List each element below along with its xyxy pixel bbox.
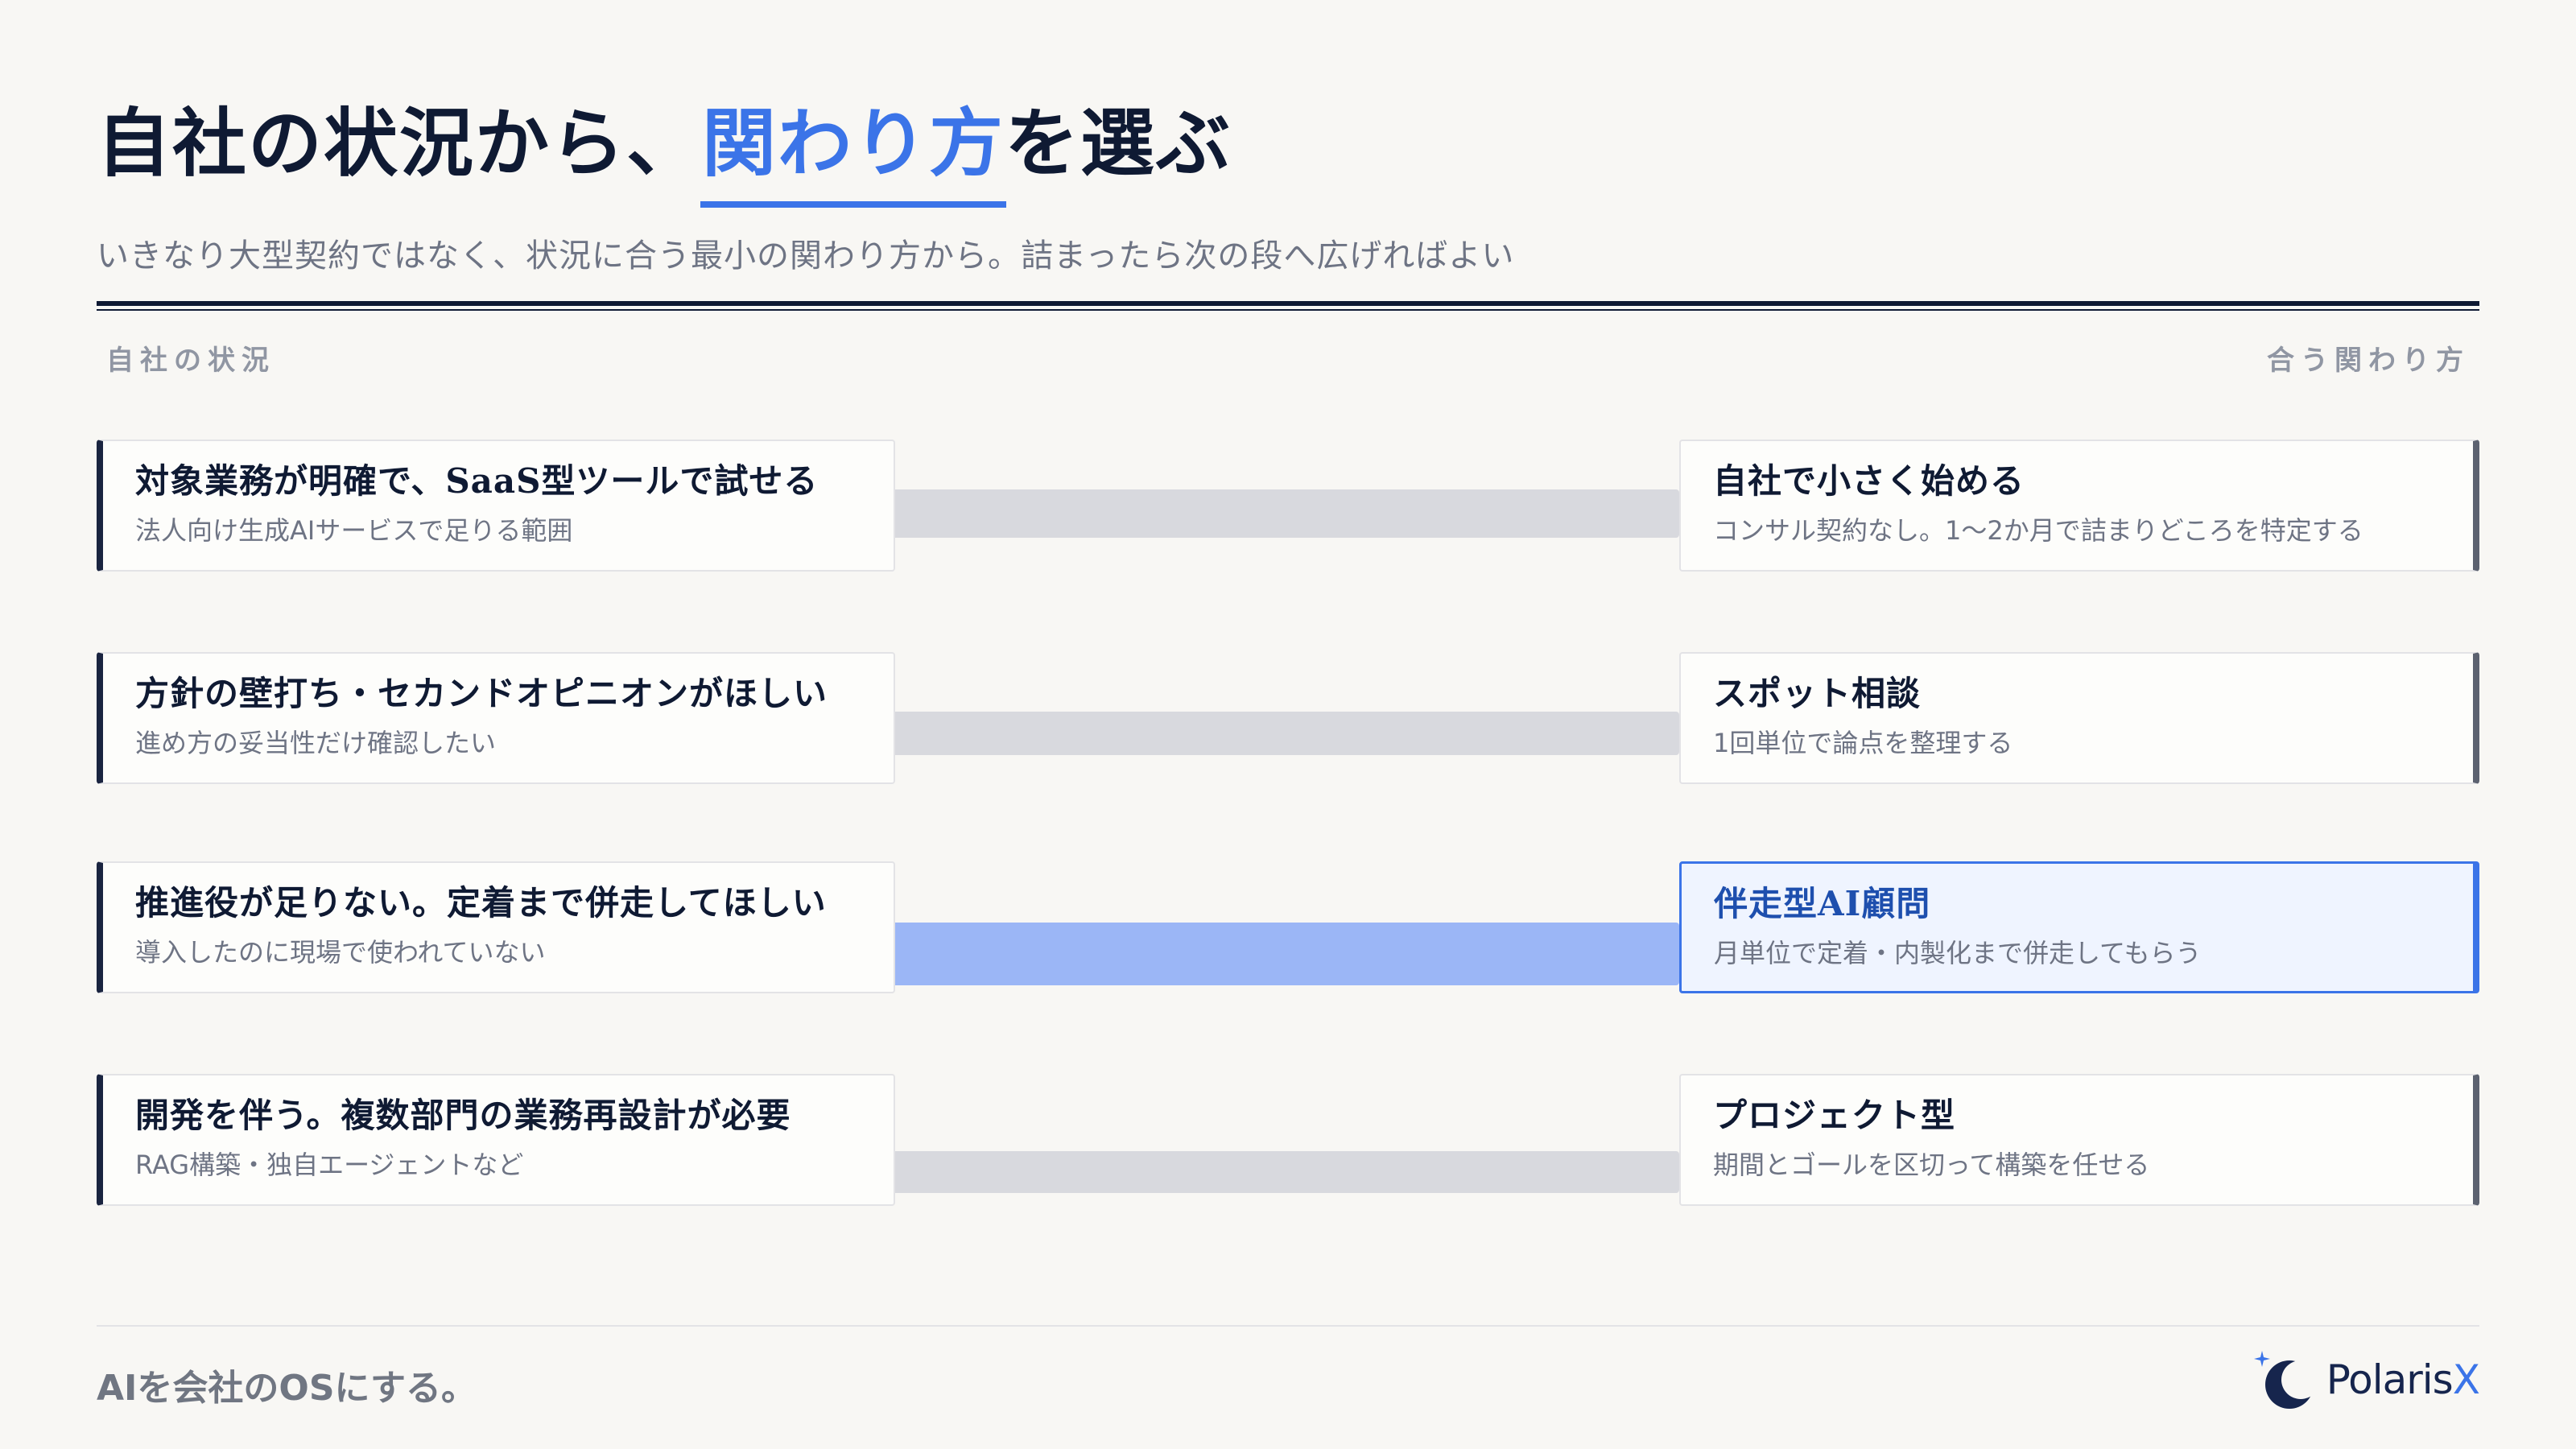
row-connector <box>895 489 1679 538</box>
situation-desc: 法人向け生成AIサービスで足りる範囲 <box>135 515 573 546</box>
situation-desc: 進め方の妥当性だけ確認したい <box>135 728 497 758</box>
header-divider <box>97 301 2479 306</box>
footer-divider <box>97 1325 2479 1327</box>
title-lead: 自社の状況から、 <box>97 100 703 187</box>
title-highlight: 関わり方 <box>700 95 1007 208</box>
situation-title: 開発を伴う。複数部門の業務再設計が必要 <box>135 1096 791 1135</box>
mapping-row: 方針の壁打ち・セカンドオピニオンがほしい 進め方の妥当性だけ確認したい スポット… <box>97 652 2479 784</box>
situation-title: 対象業務が明確で、SaaS型ツールで試せる <box>135 461 819 501</box>
engagement-desc: 期間とゴールを区切って構築を任せる <box>1713 1150 2150 1180</box>
situation-card: 対象業務が明確で、SaaS型ツールで試せる 法人向け生成AIサービスで足りる範囲 <box>97 440 895 572</box>
column-label-situation: 自社の状況 <box>106 345 275 377</box>
title-tail: を選ぶ <box>1005 100 1232 187</box>
header-divider-thin <box>97 309 2479 311</box>
logo-wordmark: PolarisX <box>2326 1356 2480 1403</box>
engagement-title: プロジェクト型 <box>1713 1096 1956 1135</box>
situation-card: 推進役が足りない。定着まで併走してほしい 導入したのに現場で使われていない <box>97 861 895 993</box>
engagement-card-highlighted: 伴走型AI顧問 月単位で定着・内製化まで併走してもらう <box>1679 861 2479 993</box>
mapping-row: 開発を伴う。複数部門の業務再設計が必要 RAG構築・独自エージェントなど プロジ… <box>97 1074 2479 1206</box>
logo-text-main: Polaris <box>2326 1356 2454 1403</box>
engagement-title: 伴走型AI顧問 <box>1714 884 1931 923</box>
situation-desc: RAG構築・独自エージェントなど <box>135 1150 524 1180</box>
row-connector <box>895 712 1679 755</box>
situation-card: 開発を伴う。複数部門の業務再設計が必要 RAG構築・独自エージェントなど <box>97 1074 895 1206</box>
column-label-engagement: 合う関わり方 <box>2267 345 2470 377</box>
situation-desc: 導入したのに現場で使われていない <box>135 937 546 968</box>
engagement-desc: 月単位で定着・内製化まで併走してもらう <box>1714 938 2202 968</box>
engagement-title: 自社で小さく始める <box>1713 461 2025 501</box>
engagement-title: スポット相談 <box>1713 674 1922 713</box>
row-connector-highlighted <box>895 923 1679 985</box>
mapping-row-recommended: 推進役が足りない。定着まで併走してほしい 導入したのに現場で使われていない 伴走… <box>97 861 2479 993</box>
engagement-card: スポット相談 1回単位で論点を整理する <box>1679 652 2479 784</box>
row-connector <box>895 1151 1679 1193</box>
situation-title: 方針の壁打ち・セカンドオピニオンがほしい <box>135 674 828 713</box>
situation-card: 方針の壁打ち・セカンドオピニオンがほしい 進め方の妥当性だけ確認したい <box>97 652 895 784</box>
engagement-card: プロジェクト型 期間とゴールを区切って構築を任せる <box>1679 1074 2479 1206</box>
mapping-row: 対象業務が明確で、SaaS型ツールで試せる 法人向け生成AIサービスで足りる範囲… <box>97 440 2479 572</box>
page-subtitle: いきなり大型契約ではなく、状況に合う最小の関わり方から。詰まったら次の段へ広げれ… <box>97 237 1515 275</box>
engagement-desc: コンサル契約なし。1〜2か月で詰まりどころを特定する <box>1713 515 2363 546</box>
engagement-card: 自社で小さく始める コンサル契約なし。1〜2か月で詰まりどころを特定する <box>1679 440 2479 572</box>
logo-text-x: X <box>2452 1356 2480 1403</box>
page-title: 自社の状況から、関わり方を選ぶ <box>97 95 1232 208</box>
engagement-desc: 1回単位で論点を整理する <box>1713 728 2013 758</box>
polarisx-logo: PolarisX <box>2252 1348 2480 1412</box>
situation-title: 推進役が足りない。定着まで併走してほしい <box>135 883 827 923</box>
polaris-star-moon-icon <box>2253 1351 2320 1409</box>
footer-tagline: AIを会社のOSにする。 <box>97 1368 477 1409</box>
